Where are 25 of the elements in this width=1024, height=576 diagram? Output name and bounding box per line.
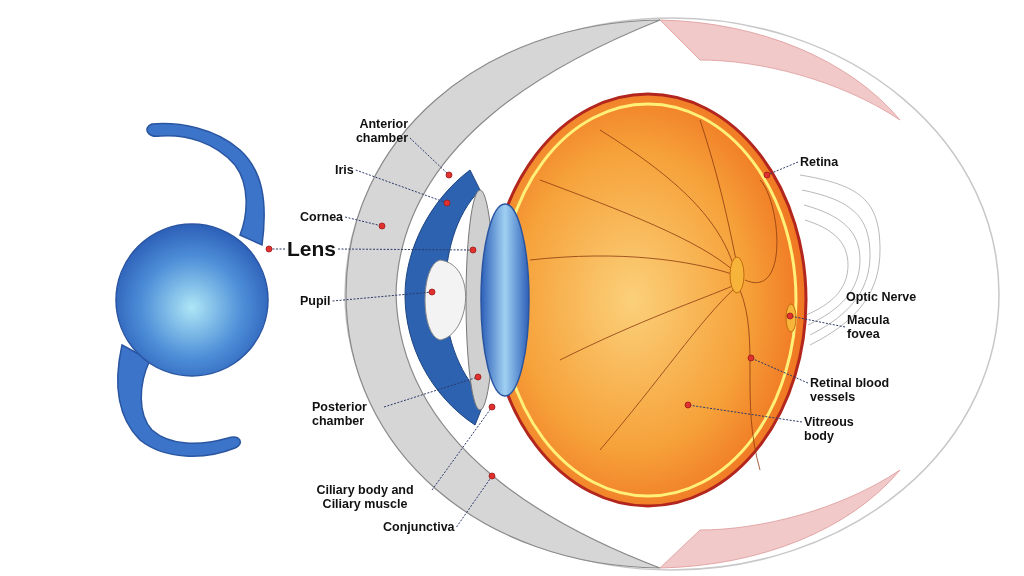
part-label: Macula fovea xyxy=(847,313,917,341)
lens-label: Lens xyxy=(287,237,336,261)
part-label: Iris xyxy=(335,163,354,177)
leader-line xyxy=(332,288,436,302)
leader-line xyxy=(265,245,286,253)
part-label: Vitreous body xyxy=(804,415,874,443)
leader-line xyxy=(456,472,496,528)
part-label: Posterior chamber xyxy=(312,400,382,428)
part-label: Ciliary body and Ciliary muscle xyxy=(300,483,430,511)
part-label: Retinal blood vessels xyxy=(810,376,920,404)
part-label: Anterior chamber xyxy=(318,117,408,145)
part-label: Retina xyxy=(800,155,839,169)
leader-line xyxy=(409,137,453,179)
leader-line xyxy=(383,373,482,408)
leader-line xyxy=(786,312,846,328)
leader-line xyxy=(431,403,496,491)
part-label: Conjunctiva xyxy=(383,520,455,534)
lens-implant-drawing xyxy=(115,122,269,457)
leader-line xyxy=(763,161,799,179)
leader-line xyxy=(684,401,803,423)
leader-line xyxy=(355,169,451,207)
part-label: Cornea xyxy=(300,210,344,224)
part-label: Pupil xyxy=(300,294,331,308)
part-label: Optic Nerve xyxy=(846,290,917,304)
leader-line xyxy=(344,216,386,230)
